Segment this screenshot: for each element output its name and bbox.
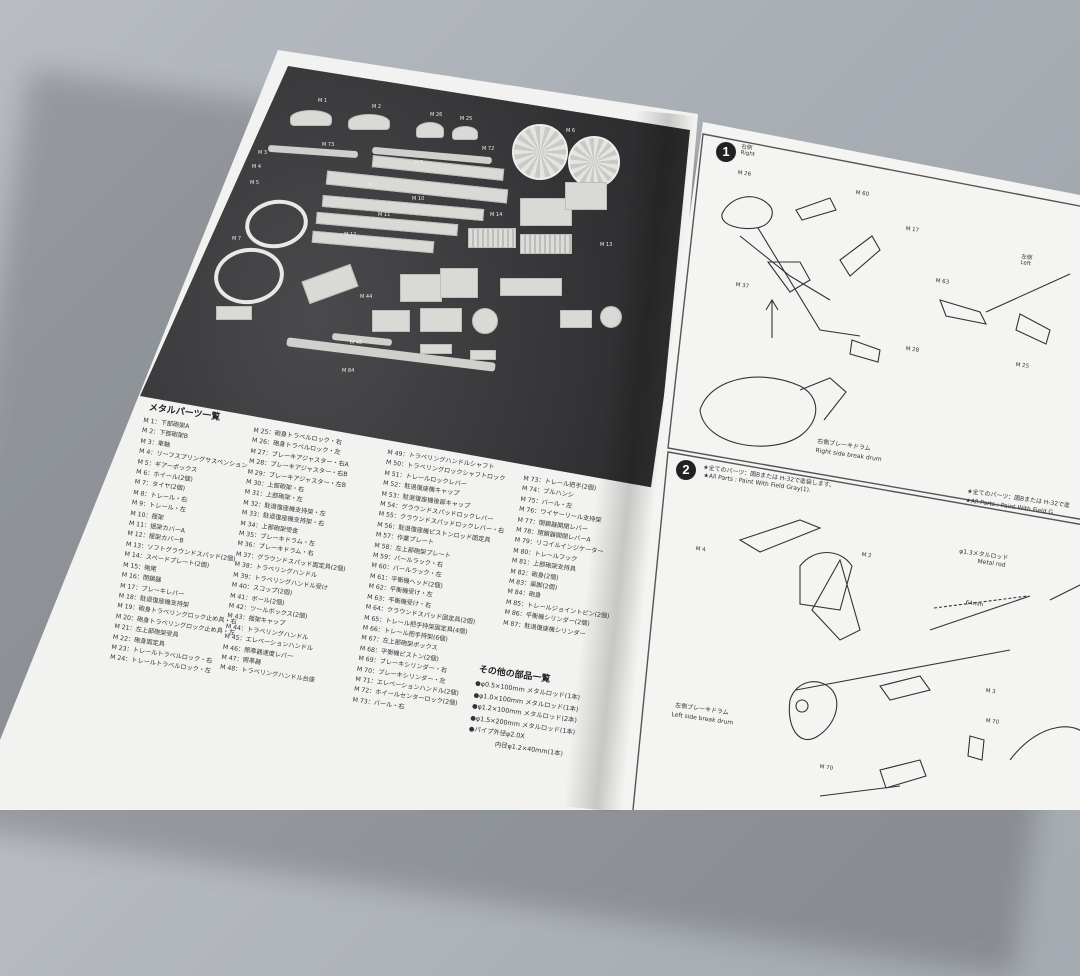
lower-carriage-b: [799, 552, 853, 611]
assembly-drawing: [631, 133, 1080, 810]
drum-hub: [795, 699, 809, 713]
photo-label: M 12: [344, 232, 357, 238]
part-m33: [500, 278, 562, 296]
photo-label: M 73: [322, 142, 335, 148]
photo-label: M 84: [342, 368, 355, 374]
photo-label: M 72: [482, 146, 495, 152]
label-m3: M 3: [985, 688, 996, 696]
metal-rod: [929, 595, 1031, 631]
photo-label: M 6: [566, 128, 576, 134]
photo-label: M 48: [350, 340, 363, 346]
right-assembly: [1049, 579, 1080, 601]
spring-part: [879, 759, 927, 789]
photo-label: M 14: [490, 212, 503, 218]
photo-label: M 25: [460, 116, 473, 122]
assembly-arrow: [765, 298, 779, 338]
photo-label: M 8: [414, 160, 424, 166]
drum-bottom-right: [699, 376, 817, 447]
photo-label: M 11: [378, 212, 391, 218]
part-m40: [372, 310, 410, 332]
label-m4: M 4: [695, 546, 706, 554]
rod-part-lower: [819, 785, 901, 797]
part-m2: [348, 114, 390, 130]
part-m14: [565, 182, 607, 210]
label-m2: M 2: [861, 552, 872, 560]
lower-carriage-a: [738, 519, 822, 553]
photo-label: M 5: [250, 180, 260, 186]
axle: [795, 649, 1011, 691]
photo-label: M 9: [368, 182, 378, 188]
part-round: [472, 308, 498, 334]
photo-label: M 7: [232, 236, 242, 242]
brake-cylinder-m70: [967, 735, 985, 761]
step-2-number: 2: [676, 460, 696, 480]
photo-label: M 26: [430, 112, 443, 118]
label-right: 右側 Right: [740, 143, 756, 158]
photo-label: M 10: [412, 196, 425, 202]
label-left: 左側 Left: [1020, 253, 1033, 268]
wheel-part: [568, 136, 620, 188]
step2-frame: [631, 451, 1080, 810]
part-grid: [520, 234, 572, 254]
wheel-part: [512, 124, 568, 180]
brake-lever-arm: [757, 227, 861, 337]
photo-scene: M 1 M 2 M 26 M 25 M 6 M 72 M 73 M 3 M 4 …: [0, 50, 1080, 976]
photo-label: M 44: [360, 294, 373, 300]
brake-drum-left: [939, 299, 987, 325]
photo-label: M 2: [372, 104, 382, 110]
part-grid: [468, 228, 516, 248]
photo-label: M 13: [600, 242, 613, 248]
part-m43: [216, 306, 252, 320]
step1-frame: [667, 133, 1080, 521]
brake-left-bracket: [1015, 313, 1051, 345]
brake-rod: [739, 235, 831, 301]
photo-label: M 4: [252, 164, 262, 170]
brake-adjuster: [839, 235, 881, 277]
axle-collar: [879, 675, 931, 701]
part-m42: [420, 308, 462, 332]
rod-measure: [933, 595, 1029, 609]
brake-drum-left-2: [788, 681, 838, 741]
part-m25: [452, 126, 478, 140]
brake-left-rod: [985, 273, 1071, 313]
part-m13: [520, 198, 572, 226]
wheel-edge: [1009, 726, 1080, 761]
part-m31: [440, 268, 478, 298]
brake-drum-top-right: [721, 196, 773, 230]
brake-linkage: [766, 261, 811, 293]
photo-label: M 3: [258, 150, 268, 156]
part-m26: [416, 122, 444, 138]
step-1-number: 1: [716, 142, 736, 162]
part-small: [420, 344, 452, 354]
part-m1: [290, 110, 332, 126]
drum-bottom-linkage: [799, 377, 847, 421]
brake-bracket: [795, 197, 837, 221]
part-small: [470, 350, 496, 360]
part-small: [560, 310, 592, 328]
brake-hanger: [849, 339, 881, 363]
photo-label: M 1: [318, 98, 328, 104]
lower-carriage-side: [811, 558, 861, 641]
part-round: [600, 306, 622, 328]
